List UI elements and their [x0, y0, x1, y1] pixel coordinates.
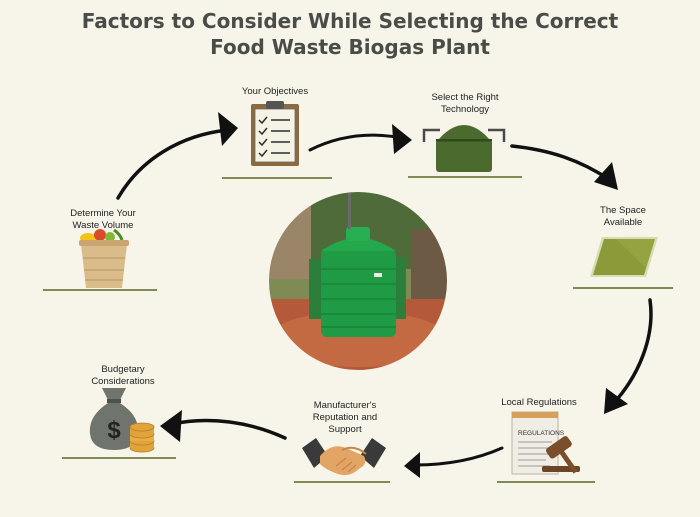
- underline-manufacturer: [294, 481, 390, 483]
- label-objectives: Your Objectives: [241, 86, 309, 97]
- arrow-objectives-to-technology: [308, 133, 404, 152]
- clipboard-checklist-icon: [251, 101, 299, 166]
- arrowhead-space: [594, 162, 618, 190]
- arrow-space-to-regulations: [610, 298, 653, 407]
- arrowhead-objectives: [218, 112, 238, 146]
- title-line-1: Factors to Consider While Selecting the …: [81, 9, 619, 33]
- underline-regulations: [497, 481, 595, 483]
- arrow-technology-to-space: [510, 144, 612, 182]
- underline-waste: [43, 289, 157, 291]
- arrowhead-budget: [160, 410, 182, 442]
- label-waste: Determine Your Waste Volume: [70, 208, 136, 231]
- arrowhead-manufacturer: [404, 452, 420, 478]
- food-waste-basket-icon: [79, 228, 129, 288]
- title-line-2: Food Waste Biogas Plant: [210, 35, 490, 59]
- label-technology: Select the Right Technology: [431, 92, 499, 115]
- label-space: The Space Available: [600, 205, 646, 228]
- handshake-icon: [302, 438, 386, 476]
- arrowhead-technology: [392, 124, 412, 154]
- land-plot-icon: [590, 237, 658, 277]
- underline-space: [573, 287, 673, 289]
- biogas-tank-photo: [267, 190, 449, 372]
- label-budget: Budgetary Considerations: [91, 364, 155, 387]
- regulations-doc-text: REGULATIONS: [518, 430, 565, 437]
- arrowhead-regulations: [604, 388, 628, 414]
- gavel-regulations-icon: REGULATIONS: [511, 411, 580, 475]
- dollar-sign: $: [107, 417, 121, 444]
- label-regulations: Local Regulations: [501, 397, 577, 408]
- page-title: Factors to Consider While Selecting the …: [0, 8, 700, 60]
- arrow-manufacturer-to-budget: [170, 418, 287, 440]
- biogas-digester-dome-icon: [422, 125, 506, 172]
- money-bag-coins-icon: $: [89, 388, 155, 453]
- underline-budget: [62, 457, 176, 459]
- arrow-waste-to-objectives: [116, 128, 230, 200]
- underline-technology: [408, 176, 522, 178]
- label-manufacturer: Manufacturer's Reputation and Support: [312, 400, 378, 435]
- underline-objectives: [222, 177, 332, 179]
- arrow-regulations-to-manufacturer: [413, 446, 504, 467]
